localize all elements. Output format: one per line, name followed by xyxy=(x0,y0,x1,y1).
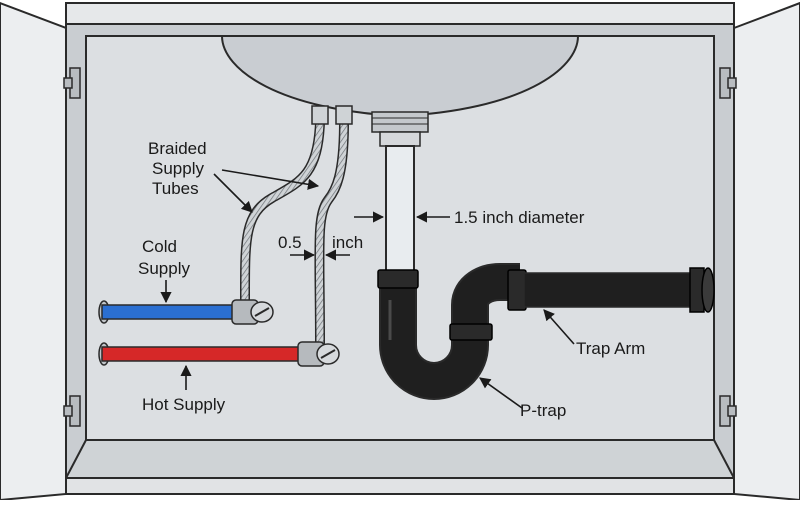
cold-supply-pipe xyxy=(101,304,237,320)
braided-supply-tube-hot xyxy=(314,105,353,349)
cabinet-floor xyxy=(64,439,736,479)
label-hot-supply: Hot Supply xyxy=(142,395,226,414)
hot-supply-pipe xyxy=(101,346,303,362)
shutoff-valve-icon[interactable] xyxy=(297,341,340,367)
p-trap-slip-nut xyxy=(377,269,419,289)
label-drain-diameter: 1.5 inch diameter xyxy=(454,208,585,227)
pointer-arrow-icon xyxy=(160,169,575,409)
hinge-icon xyxy=(63,67,81,99)
p-trap xyxy=(377,263,520,400)
label-braided-line-2: Supply xyxy=(152,159,204,178)
p-trap-j-bend-nut xyxy=(449,323,493,341)
label-braided-line-3: Tubes xyxy=(152,179,199,198)
label-tube-diameter-value: 0.5 xyxy=(278,233,302,252)
shutoff-valve-icon[interactable] xyxy=(231,299,274,325)
braided-supply-tube-cold xyxy=(239,105,329,307)
label-braided-line-1: Braided xyxy=(148,139,207,158)
hinge-icon xyxy=(719,67,737,99)
cabinet-bottom-rail xyxy=(65,477,735,495)
left-door[interactable] xyxy=(0,1,67,502)
drain-strainer-nut xyxy=(371,111,429,147)
label-tube-diameter-unit: inch xyxy=(332,233,363,252)
hinge-icon xyxy=(63,395,81,427)
hinge-icon xyxy=(719,395,737,427)
label-p-trap: P-trap xyxy=(520,401,566,420)
label-braided-supply-tubes: Braided Supply Tubes xyxy=(148,139,207,198)
drain-tailpiece xyxy=(385,145,415,273)
label-cold-line-2: Supply xyxy=(138,259,190,278)
right-door[interactable] xyxy=(733,1,800,502)
trap-arm xyxy=(507,267,715,313)
label-cold-supply: Cold Supply xyxy=(138,237,190,278)
label-cold-line-1: Cold xyxy=(142,237,177,256)
label-trap-arm: Trap Arm xyxy=(576,339,645,358)
